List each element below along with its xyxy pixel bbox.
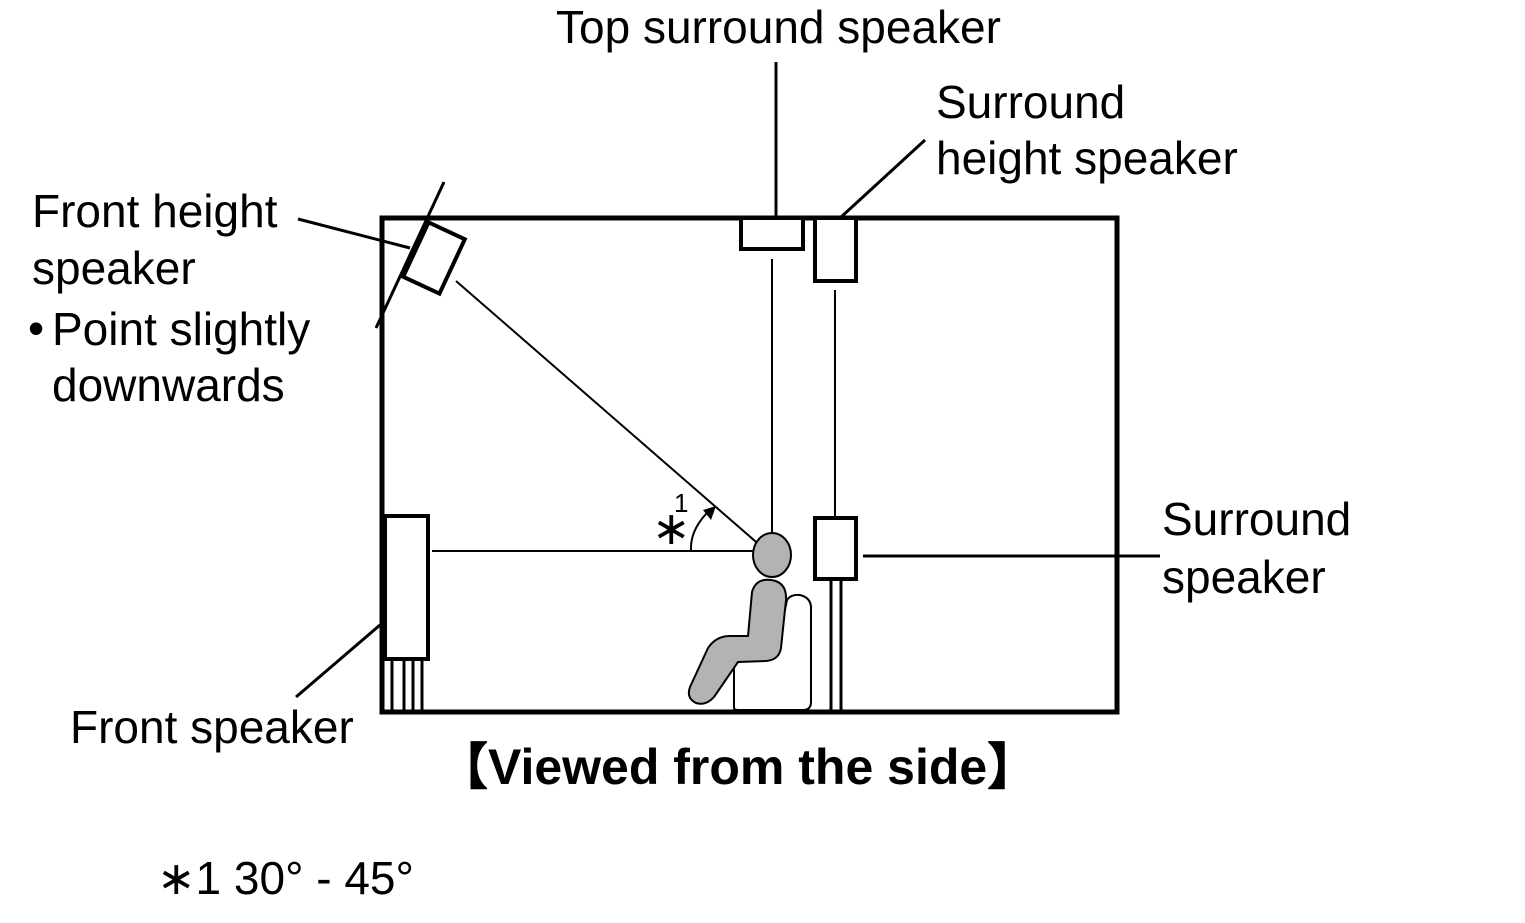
footnote-angle: ∗1 30° - 45° (157, 852, 414, 904)
label-surround-line1: Surround (1162, 493, 1351, 545)
label-front-height-line1: Front height (32, 185, 278, 237)
label-surround-height-line2: height speaker (936, 132, 1238, 184)
front-height-speaker (400, 219, 468, 297)
label-top-surround-speaker: Top surround speaker (556, 1, 1001, 53)
seated-listener (687, 532, 792, 705)
label-point-line1: Point slightly (52, 303, 310, 355)
angle-arrow-head (703, 506, 716, 520)
angle-marker-index: 1 (674, 488, 688, 518)
label-front-speaker: Front speaker (70, 701, 354, 753)
label-point-line2: downwards (52, 359, 285, 411)
surround-speaker (813, 516, 858, 581)
front-speaker (383, 514, 430, 661)
listener-body (687, 578, 788, 705)
label-surround-line2: speaker (1162, 551, 1326, 603)
bullet: • (28, 302, 44, 354)
front-height-sight-line (455, 280, 764, 549)
listener-head (752, 532, 792, 578)
surround-height-leader-line (838, 138, 927, 220)
caption-viewed-from-side: 【Viewed from the side】 (438, 739, 1037, 795)
front-height-tilt-line (374, 181, 446, 329)
top-surround-speaker (739, 216, 805, 251)
label-surround-height-line1: Surround (936, 76, 1125, 128)
angle-marker: ∗ (652, 502, 691, 554)
label-front-height-line2: speaker (32, 242, 196, 294)
front-height-leader-line (297, 217, 411, 250)
surround-height-speaker (813, 216, 858, 283)
front-speaker-leader-line (295, 623, 381, 699)
